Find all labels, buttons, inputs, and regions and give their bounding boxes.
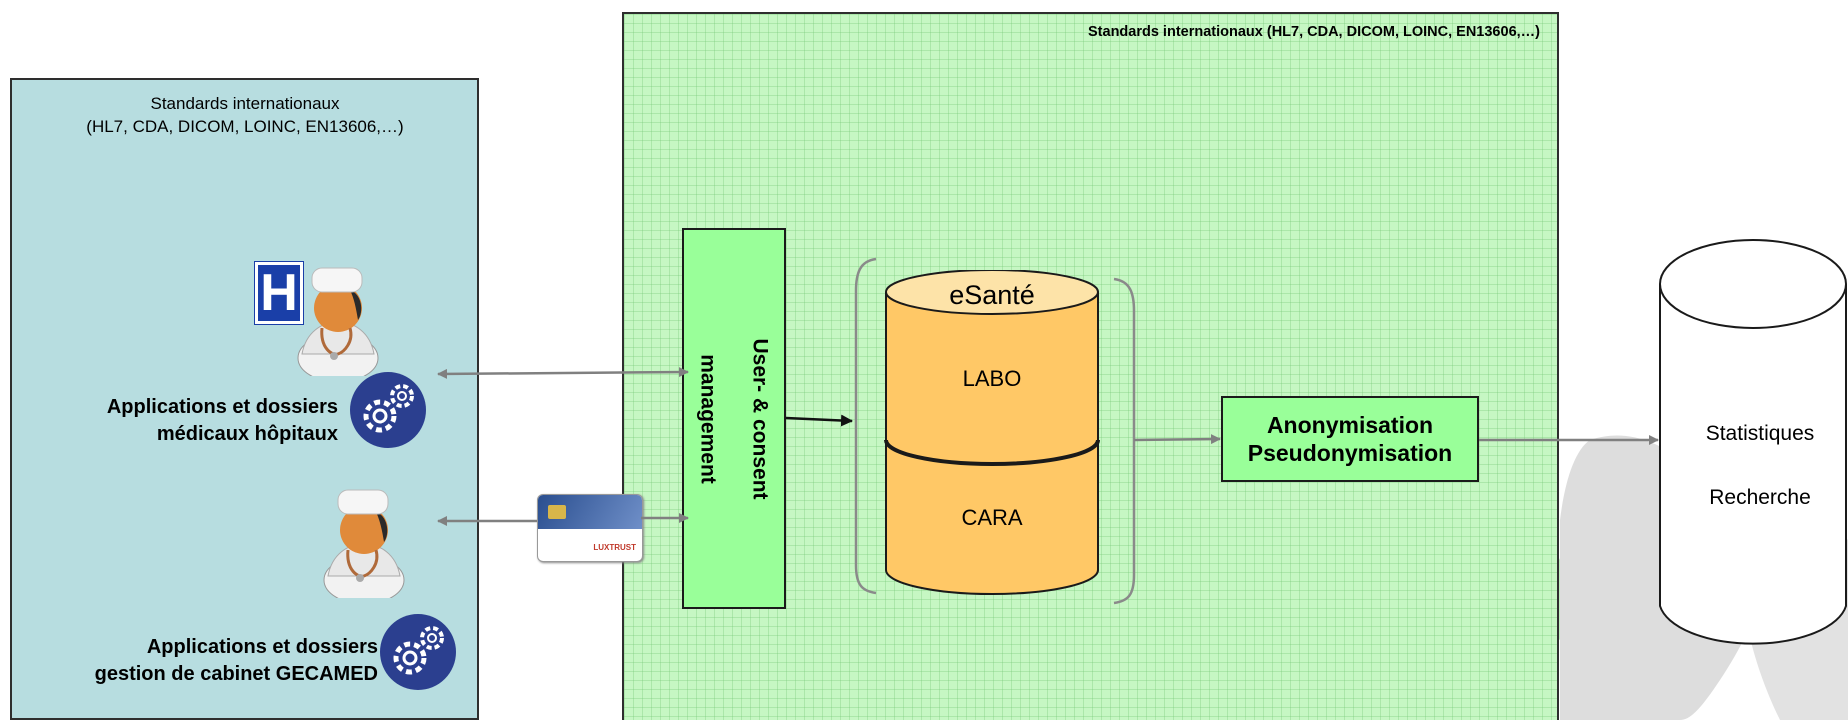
center-standards-text: Standards internationaux (HL7, CDA, DICO… [1088,24,1540,40]
statistics-database [1659,239,1847,645]
research-label: Recherche [1709,486,1811,509]
anonymisation-box: Anonymisation Pseudonymisation [1221,396,1479,482]
cabinet-apps-label: Applications et dossiers gestion de cabi… [20,634,378,688]
hospital-apps-line2: médicaux hôpitaux [156,423,338,445]
doctor-icon [297,267,379,376]
left-standards-text: Standards internationaux (HL7, CDA, DICO… [20,92,470,138]
hospital-sign-icon: H [254,261,304,325]
left-standards-line1: Standards internationaux [150,94,340,113]
anon-line1: Anonymisation [1266,412,1434,438]
db-segment-cara: CARA [961,505,1023,530]
arrow-db-to-anon [1133,434,1221,445]
db-segment-labo: LABO [962,366,1022,391]
card-brand-text: LUXTRUST [593,543,636,552]
anon-line2: Pseudonymisation [1247,440,1453,466]
esante-database [884,270,1100,595]
cabinet-apps-line2: gestion de cabinet GECAMED [94,663,378,685]
statistics-label: Statistiques [1705,422,1815,445]
gear-icon [380,614,456,690]
consent-management-box [682,228,786,609]
hospital-apps-label: Applications et dossiers médicaux hôpita… [20,394,338,448]
arrow-hospital-to-consent [437,367,689,379]
left-standards-line2: (HL7, CDA, DICOM, LOINC, EN13606,…) [86,117,404,136]
smart-card-icon: LUXTRUST [537,494,643,562]
doctor-icon [323,489,405,598]
esante-title: eSanté [949,280,1035,310]
gear-icon [350,372,426,448]
hospital-apps-line1: Applications et dossiers [106,396,338,418]
arrow-consent-to-db [785,414,853,427]
cabinet-apps-line1: Applications et dossiers [146,636,378,658]
database-brackets [854,257,1136,605]
hospital-sign-letter: H [260,264,298,322]
